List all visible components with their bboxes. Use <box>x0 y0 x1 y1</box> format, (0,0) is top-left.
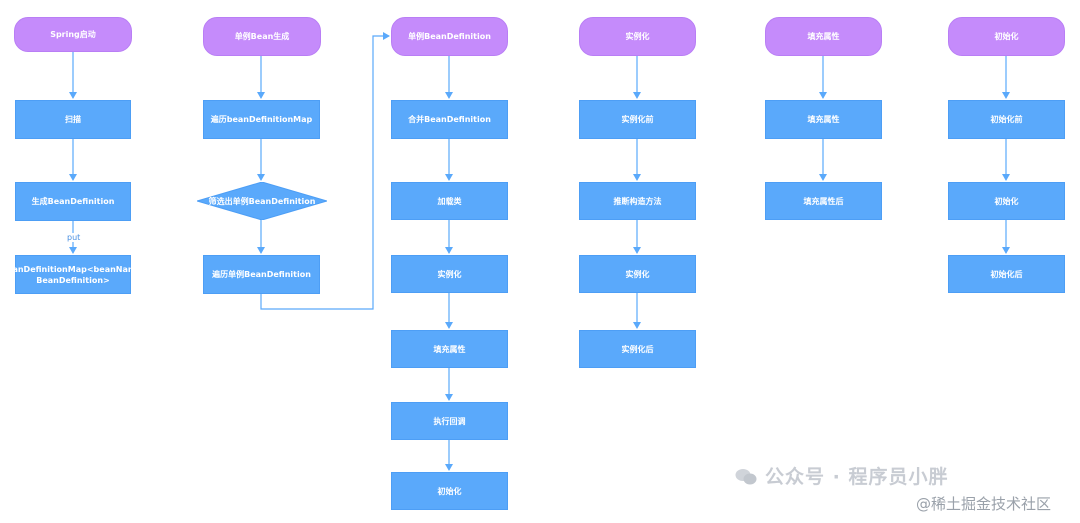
decision-label: 筛选出单例BeanDefinition <box>208 196 316 206</box>
process-node-after-instantiation: 实例化后 <box>579 330 696 368</box>
decision-node-filter-singleton: 筛选出单例BeanDefinition <box>197 182 327 220</box>
process-node-generate-bean-definition: 生成BeanDefinition <box>15 182 131 221</box>
start-node-instantiation: 实例化 <box>579 17 696 56</box>
process-node-populate-properties: 填充属性 <box>765 100 882 139</box>
process-node-execute-callbacks: 执行回调 <box>391 402 508 440</box>
process-node-iterate-bean-definition-map: 遍历beanDefinitionMap <box>203 100 320 139</box>
process-node-after-initialization: 初始化后 <box>948 255 1065 293</box>
start-node-spring-startup: Spring启动 <box>14 17 132 52</box>
edge <box>260 32 390 310</box>
process-node-merge-bean-definition: 合并BeanDefinition <box>391 100 508 139</box>
process-node-before-instantiation: 实例化前 <box>579 100 696 139</box>
edge-label-put: put <box>66 233 82 242</box>
wechat-icon <box>735 469 757 485</box>
process-node-scan: 扫描 <box>15 100 131 139</box>
start-node-populate-properties: 填充属性 <box>765 17 882 56</box>
process-node-iterate-singleton-bean-definition: 遍历单例BeanDefinition <box>203 255 320 294</box>
process-node-initialize: 初始化 <box>391 472 508 510</box>
process-node-after-populate-properties: 填充属性后 <box>765 182 882 220</box>
process-node-infer-constructor: 推断构造方法 <box>579 182 696 220</box>
process-node-load-class: 加载类 <box>391 182 508 220</box>
diamond-shape <box>197 182 327 220</box>
start-node-singleton-bean-definition: 单例BeanDefinition <box>391 17 508 56</box>
process-node-before-initialization: 初始化前 <box>948 100 1065 139</box>
watermark-site: @稀土掘金技术社区 <box>916 495 1052 513</box>
process-node-instantiate: 实例化 <box>391 255 508 293</box>
start-node-initialization: 初始化 <box>948 17 1065 56</box>
process-node-initialization: 初始化 <box>948 182 1065 220</box>
process-node-bean-definition-map: beanDefinitionMap<beanName, BeanDefiniti… <box>1 255 145 294</box>
watermark-wechat: 公众号 · 程序员小胖 <box>765 466 949 488</box>
process-node-instantiate: 实例化 <box>579 255 696 293</box>
start-node-singleton-bean-generation: 单例Bean生成 <box>203 17 321 56</box>
process-node-populate-properties: 填充属性 <box>391 330 508 368</box>
